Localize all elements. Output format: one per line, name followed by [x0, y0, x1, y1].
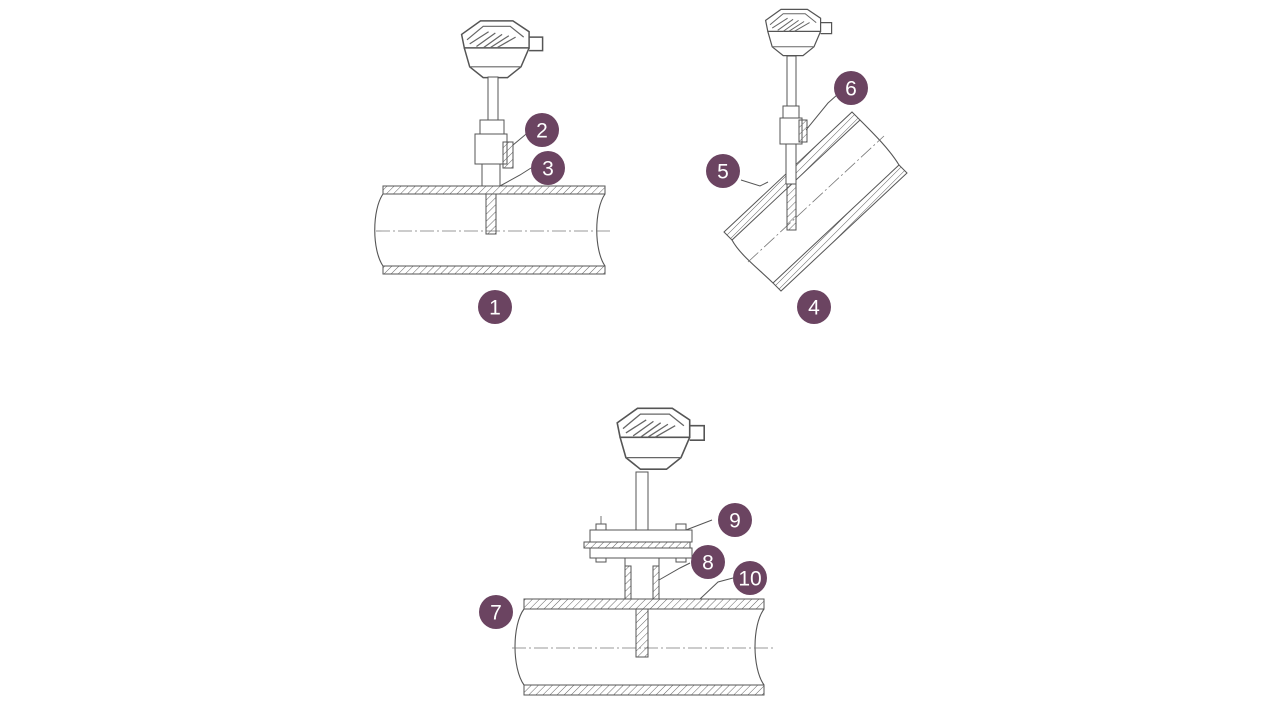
- badge-4-label: 4: [808, 297, 820, 320]
- badge-2-label: 2: [536, 120, 548, 143]
- badge-2: 2: [525, 113, 559, 147]
- badge-5: 5: [706, 154, 740, 188]
- install-inclined-pipe: [723, 8, 908, 292]
- badge-6: 6: [834, 71, 868, 105]
- badge-1-label: 1: [489, 297, 501, 320]
- badge-10-label: 10: [738, 568, 761, 591]
- install-flanged-pipe: [512, 407, 776, 696]
- badge-3: 3: [531, 151, 565, 185]
- badge-9: 9: [718, 503, 752, 537]
- install-straight-pipe: [374, 20, 612, 275]
- badge-10: 10: [733, 561, 767, 595]
- badge-8: 8: [691, 545, 725, 579]
- badge-7-label: 7: [490, 602, 502, 625]
- badge-4: 4: [797, 290, 831, 324]
- badge-1: 1: [478, 290, 512, 324]
- badge-8-label: 8: [702, 552, 714, 575]
- badge-3-label: 3: [542, 158, 554, 181]
- badge-9-label: 9: [729, 510, 741, 533]
- badge-5-label: 5: [717, 161, 729, 184]
- badge-6-label: 6: [845, 78, 857, 101]
- badge-7: 7: [479, 595, 513, 629]
